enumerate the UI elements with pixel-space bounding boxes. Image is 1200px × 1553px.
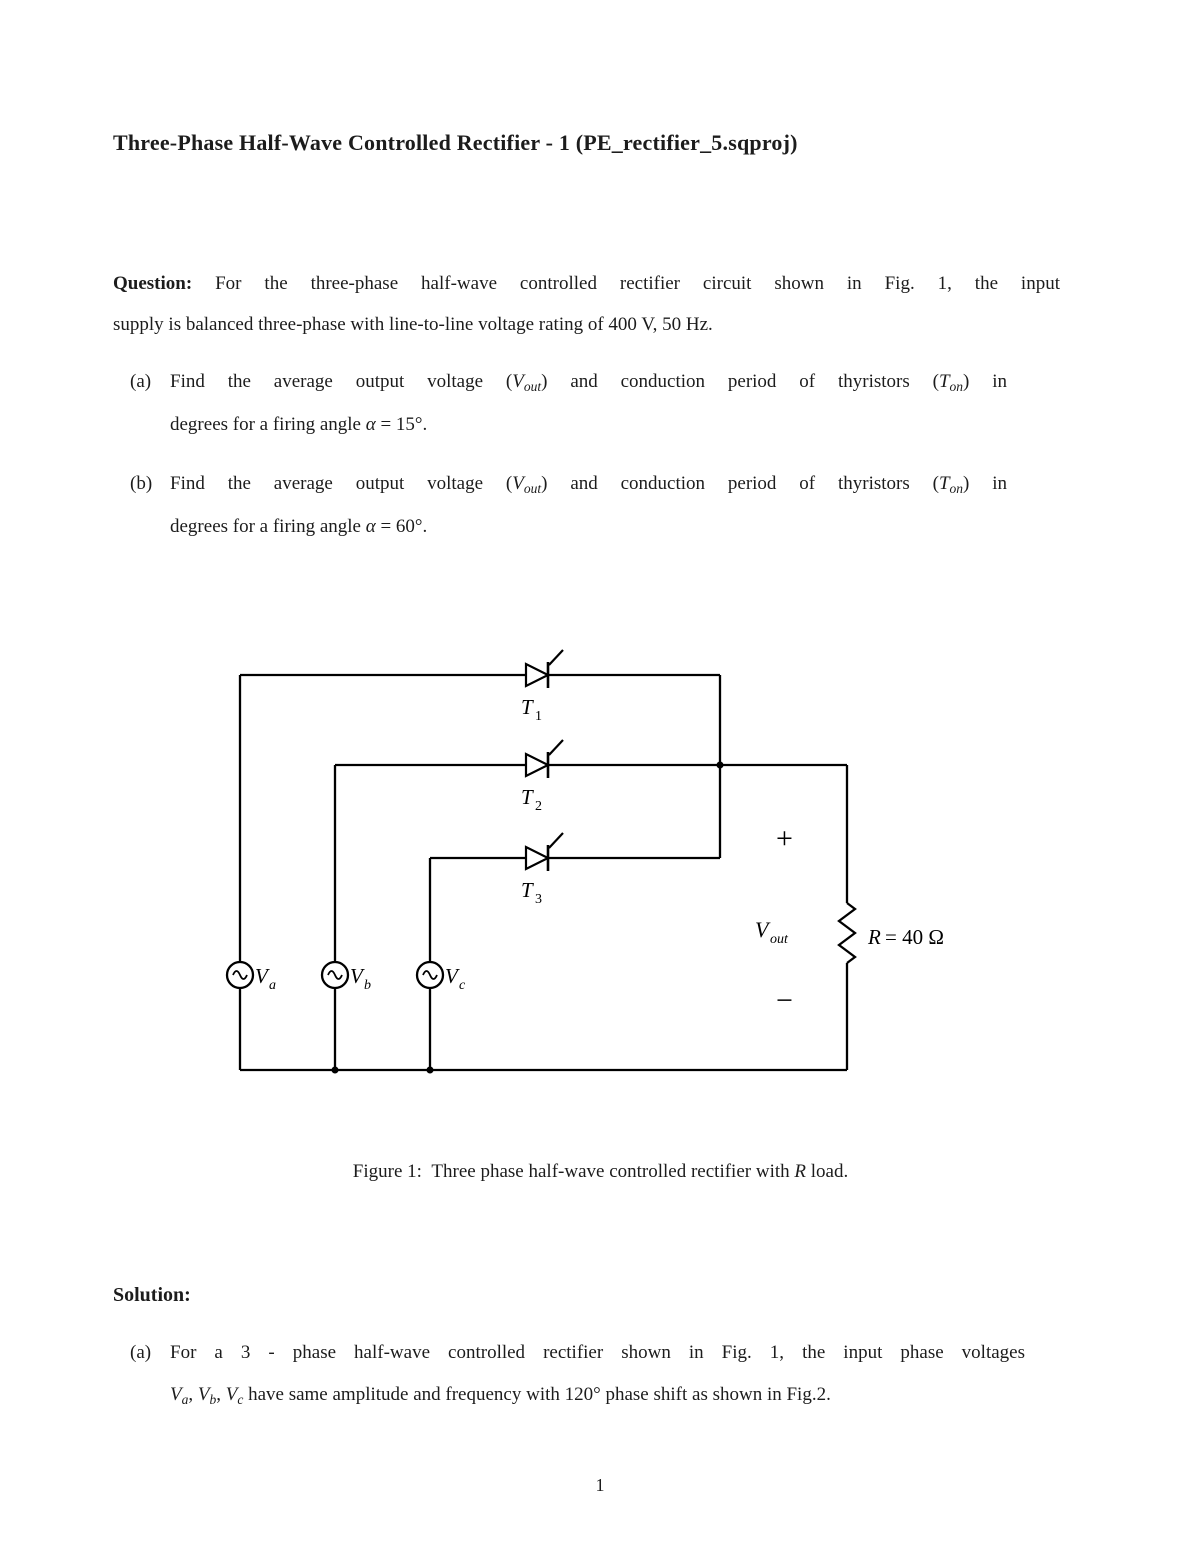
math-var: R xyxy=(794,1161,806,1182)
text-segment: Find the average output voltage ( xyxy=(170,371,513,392)
thyristor-t2-symbol xyxy=(524,739,564,778)
sine-icon xyxy=(422,970,438,980)
text-segment: degrees for a firing angle xyxy=(170,516,366,537)
resistor-value: = 40 Ω xyxy=(885,925,944,949)
resistor-label: R xyxy=(867,925,881,949)
source-vc-sub: c xyxy=(459,978,466,993)
text-segment: , xyxy=(216,1384,226,1405)
item-a-line-2: degrees for a firing angle α = 15°. xyxy=(170,404,1030,446)
vout-sub: out xyxy=(770,932,789,947)
thyristor-t3-sub: 3 xyxy=(535,892,542,907)
item-text: Find the average output voltage (Vout) a… xyxy=(170,361,1030,446)
math-subscript: out xyxy=(523,379,542,394)
math-var: T xyxy=(938,473,950,494)
thyristor-triangle xyxy=(524,845,551,871)
text-segment: For a 3 - phase half-wave controlled rec… xyxy=(170,1342,1025,1363)
math-var: V xyxy=(170,1384,182,1405)
item-b-line-1: Find the average output voltage (Vout) a… xyxy=(170,463,1007,506)
math-var: V xyxy=(197,1384,210,1405)
circuit-wires xyxy=(238,673,857,1072)
text-segment: ) and conduction period of thyristors ( xyxy=(541,473,939,494)
thyristor-gate xyxy=(548,739,564,756)
junction-dot xyxy=(716,761,724,769)
text-segment: have same amplitude and frequency with 1… xyxy=(243,1384,831,1405)
text-segment: For the three-phase half-wave controlled… xyxy=(192,273,1060,294)
text-segment: degrees for a firing angle xyxy=(170,414,366,435)
text-segment: Find the average output voltage ( xyxy=(170,473,513,494)
thyristor-t1-label: T xyxy=(521,695,534,719)
thyristor-gate xyxy=(548,649,564,666)
resistor-zigzag xyxy=(837,902,857,964)
figure-caption: Figure 1: Three phase half-wave controll… xyxy=(113,1161,1088,1183)
item-marker: (a) xyxy=(130,1342,152,1363)
text-segment: = 15°. xyxy=(375,414,428,435)
text-segment: supply is balanced three-phase with line… xyxy=(113,314,713,335)
thyristor-gate xyxy=(548,832,564,849)
item-a-line-1: Find the average output voltage (Vout) a… xyxy=(170,361,1007,404)
math-subscript: c xyxy=(237,1392,244,1407)
math-var: T xyxy=(938,371,950,392)
thyristor-t1-sub: 1 xyxy=(535,709,542,724)
source-vb-sub: b xyxy=(364,978,371,993)
thyristor-t2-sub: 2 xyxy=(535,799,542,814)
item-text: Find the average output voltage (Vout) a… xyxy=(170,463,1030,548)
item-text: For a 3 - phase half-wave controlled rec… xyxy=(170,1332,1030,1417)
minus-sign: − xyxy=(776,984,793,1017)
figure-1: T 1 T 2 T 3 V a V b V c V out + − R = 40… xyxy=(180,635,1020,1100)
thyristor-t3-label: T xyxy=(521,878,534,902)
source-va-label: V xyxy=(255,964,270,988)
item-marker: (b) xyxy=(130,473,153,494)
page-number: 1 xyxy=(595,1475,605,1495)
thyristor-t2-label: T xyxy=(521,785,534,809)
junction-dots xyxy=(331,761,724,1074)
thyristor-triangle xyxy=(524,752,551,778)
solution-line-1: For a 3 - phase half-wave controlled rec… xyxy=(170,1332,1025,1374)
sine-icon xyxy=(327,970,343,980)
question-line-1: Question: For the three-phase half-wave … xyxy=(113,263,1060,304)
text-segment: load. xyxy=(805,1161,849,1182)
text-segment: = 60°. xyxy=(375,516,428,537)
math-subscript: on xyxy=(949,481,964,496)
solution-line-2: Va, Vb, Vc have same amplitude and frequ… xyxy=(170,1374,1030,1417)
thyristor-triangle xyxy=(524,662,551,688)
math-var: V xyxy=(512,473,524,494)
text-segment: Figure 1: Three phase half-wave controll… xyxy=(352,1161,795,1182)
document-title: Three-Phase Half-Wave Controlled Rectifi… xyxy=(113,130,798,155)
circuit-diagram: T 1 T 2 T 3 V a V b V c V out + − R = 40… xyxy=(225,649,944,1074)
question-line-2: supply is balanced three-phase with line… xyxy=(113,304,1060,345)
math-var: V xyxy=(512,371,524,392)
math-subscript: out xyxy=(523,481,542,496)
text-segment: , xyxy=(188,1384,198,1405)
question-item-b: (b) Find the average output voltage (Vou… xyxy=(130,463,1030,548)
question-item-a: (a) Find the average output voltage (Vou… xyxy=(130,361,1030,446)
text-segment: ) in xyxy=(963,473,1007,494)
source-va-sub: a xyxy=(269,978,276,993)
plus-sign: + xyxy=(776,822,793,855)
math-subscript: on xyxy=(949,379,964,394)
item-b-line-2: degrees for a firing angle α = 60°. xyxy=(170,506,1030,548)
math-subscript: a xyxy=(181,1392,189,1407)
math-var: V xyxy=(225,1384,238,1405)
math-var: α xyxy=(365,516,376,537)
source-va-symbol xyxy=(225,960,255,990)
question-label: Question: xyxy=(113,273,193,294)
text-segment: ) in xyxy=(963,371,1007,392)
text-segment: ) and conduction period of thyristors ( xyxy=(541,371,939,392)
source-vb-symbol xyxy=(320,960,350,990)
source-vb-label: V xyxy=(350,964,365,988)
math-var: α xyxy=(365,414,376,435)
solution-item-a: (a) For a 3 - phase half-wave controlled… xyxy=(130,1332,1030,1417)
vout-label: V xyxy=(755,917,771,942)
math-subscript: b xyxy=(209,1392,217,1407)
item-marker: (a) xyxy=(130,371,152,392)
junction-dot xyxy=(426,1066,434,1074)
sine-icon xyxy=(232,970,248,980)
question-paragraph: Question: For the three-phase half-wave … xyxy=(113,263,1060,345)
junction-dot xyxy=(331,1066,339,1074)
source-vc-symbol xyxy=(415,960,445,990)
source-vc-label: V xyxy=(445,964,460,988)
thyristor-t3-symbol xyxy=(524,832,564,871)
solution-heading: Solution: xyxy=(113,1284,191,1306)
thyristor-t1-symbol xyxy=(524,649,564,688)
